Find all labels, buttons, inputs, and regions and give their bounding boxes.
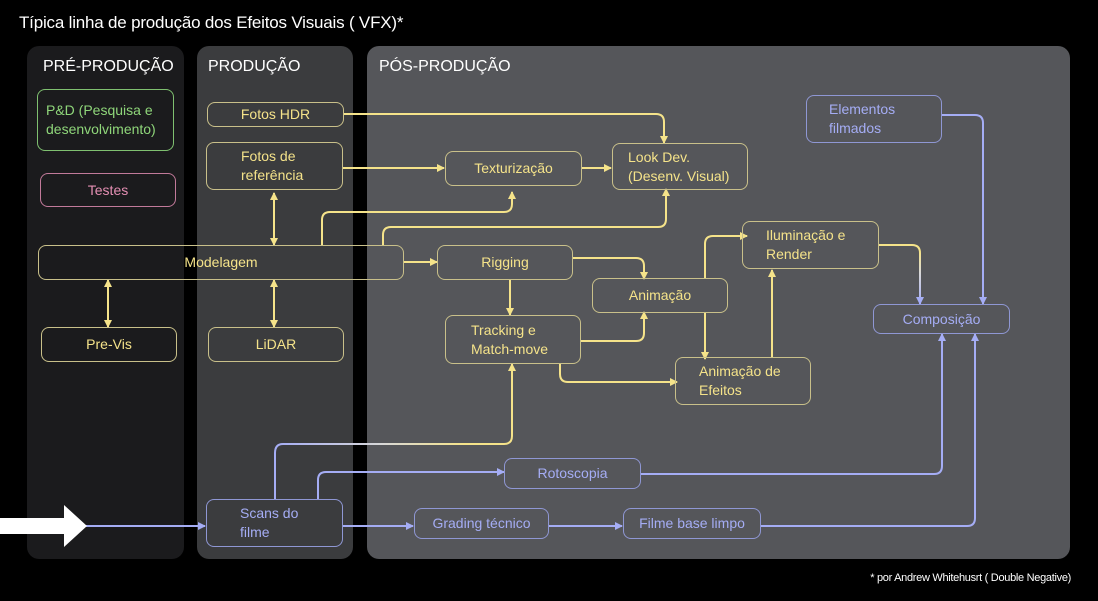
node-fotos-hdr[interactable]: Fotos HDR xyxy=(207,102,344,127)
node-animacao[interactable]: Animação xyxy=(592,278,728,313)
node-pd[interactable]: P&D (Pesquisa e desenvolvimento) xyxy=(37,89,174,151)
node-scans-filme-label: Scans do filme xyxy=(240,505,299,540)
link-iluminacao-composicao xyxy=(879,244,924,305)
node-tracking-label: Tracking e Match-move xyxy=(471,321,549,357)
node-elementos-filmados[interactable]: Elementos filmados xyxy=(806,95,942,143)
node-previs[interactable]: Pre-Vis xyxy=(41,327,177,362)
node-pd-label: P&D (Pesquisa e desenvolvimento) xyxy=(46,102,156,137)
node-testes[interactable]: Testes xyxy=(40,173,176,207)
node-animacao-efeitos-label: Animação de Efeitos xyxy=(699,363,781,398)
node-texturizacao[interactable]: Texturização xyxy=(445,151,582,186)
node-previs-label: Pre-Vis xyxy=(86,336,132,352)
link-scans-rotoscopia xyxy=(317,468,505,499)
node-fotos-hdr-label: Fotos HDR xyxy=(240,106,311,122)
link-modelagem-lookdev xyxy=(382,188,670,245)
node-fotos-referencia-label: Fotos de referência xyxy=(241,148,304,183)
node-fotos-referencia[interactable]: Fotos de referência xyxy=(206,142,343,190)
node-look-dev[interactable]: Look Dev. (Desenv. Visual) xyxy=(612,143,748,190)
node-testes-label: Testes xyxy=(87,181,129,198)
node-filme-base-limpo-label: Filme base limpo xyxy=(639,515,745,531)
node-animacao-label: Animação xyxy=(628,287,692,303)
link-filmebase-composicao xyxy=(761,333,979,527)
node-texturizacao-label: Texturização xyxy=(474,160,553,176)
link-scans-tracking xyxy=(274,363,513,499)
credit-footnote: * por Andrew Whitehusrt ( Double Negativ… xyxy=(870,572,1071,584)
phase-label-production: PRODUÇÃO xyxy=(208,58,301,75)
node-composicao-label: Composição xyxy=(902,310,981,327)
link-elementos-composicao xyxy=(942,114,987,305)
diagram-title: Típica linha de produção dos Efeitos Vis… xyxy=(19,13,404,32)
node-rotoscopia-label: Rotoscopia xyxy=(537,465,608,481)
link-rigging-animacao xyxy=(573,257,648,280)
link-modelagem-texturizacao xyxy=(321,191,516,245)
node-elementos-filmados-label: Elementos filmados xyxy=(829,101,896,136)
link-rotoscopia-composicao xyxy=(641,333,946,475)
node-filme-base-limpo[interactable]: Filme base limpo xyxy=(623,508,761,539)
node-scans-filme[interactable]: Scans do filme xyxy=(206,499,343,547)
node-lidar-label: LiDAR xyxy=(255,336,297,352)
node-rotoscopia[interactable]: Rotoscopia xyxy=(504,458,641,489)
node-modelagem-label: Modelagem xyxy=(184,254,258,270)
node-rigging-label: Rigging xyxy=(481,254,529,270)
node-composicao[interactable]: Composição xyxy=(873,304,1010,334)
node-animacao-efeitos[interactable]: Animação de Efeitos xyxy=(675,357,811,405)
link-hdr-lookdev xyxy=(344,113,668,144)
node-lidar[interactable]: LiDAR xyxy=(208,327,344,362)
phase-label-post-production: PÓS-PRODUÇÃO xyxy=(379,58,511,75)
node-modelagem[interactable]: Modelagem xyxy=(38,245,404,280)
phase-label-pre-production: PRÉ-PRODUÇÃO xyxy=(43,58,174,75)
node-tracking[interactable]: Tracking e Match-move xyxy=(445,315,581,364)
big-right-arrow-icon xyxy=(0,505,87,547)
node-grading-tecnico[interactable]: Grading técnico xyxy=(414,508,549,539)
link-animacao-iluminacao xyxy=(704,232,748,278)
node-iluminacao-render[interactable]: Iluminação e Render xyxy=(742,221,879,269)
node-rigging[interactable]: Rigging xyxy=(437,245,573,280)
node-grading-tecnico-label: Grading técnico xyxy=(432,515,531,531)
node-look-dev-label: Look Dev. (Desenv. Visual) xyxy=(628,148,730,184)
link-tracking-animacao xyxy=(581,311,648,342)
node-iluminacao-render-label: Iluminação e Render xyxy=(766,227,846,262)
link-tracking-animefeitos xyxy=(559,364,678,386)
